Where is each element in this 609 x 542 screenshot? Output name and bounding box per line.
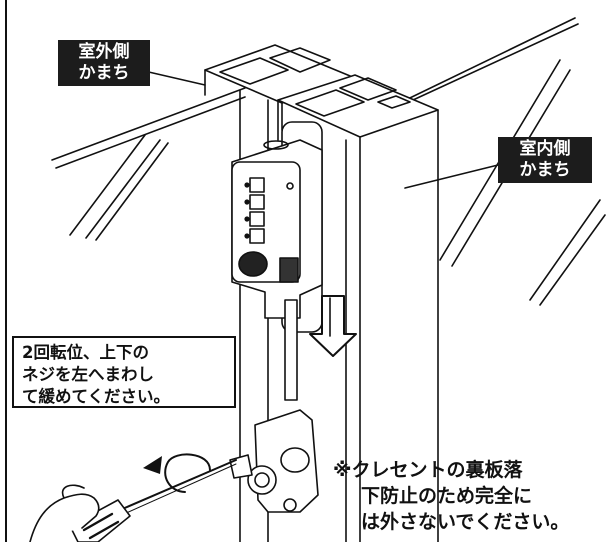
outdoor-frame-label-line-2: かまち xyxy=(78,63,130,83)
outdoor-frame-label: 室外側 かまち xyxy=(58,40,150,86)
caution-line-3: は外さないでください。 xyxy=(361,511,570,533)
instruction-line-2: ネジを左へまわし xyxy=(22,365,154,384)
indoor-frame-label-line-1: 室内側 xyxy=(519,139,571,159)
instruction-box: 2回転位、上下の ネジを左へまわし て緩めてください。 xyxy=(12,336,236,408)
crescent-base xyxy=(229,299,319,513)
instruction-line-1: 2回転位、上下の xyxy=(22,343,149,362)
indoor-frame-label-line-2: かまち xyxy=(519,160,571,180)
instruction-line-3: て緩めてください。 xyxy=(22,387,171,406)
indicator-buttons xyxy=(244,177,265,244)
outdoor-frame-label-line-1: 室外側 xyxy=(78,42,130,62)
caution-line-1: ※クレセントの裏板落 xyxy=(333,459,523,481)
hand-icon xyxy=(29,484,100,542)
caution-note: ※クレセントの裏板落 下防止のため完全に は外さないでください。 xyxy=(333,457,605,535)
outdoor-sash-lines xyxy=(51,87,246,241)
down-arrow-icon xyxy=(309,295,357,357)
caution-line-2: 下防止のため完全に xyxy=(361,485,533,507)
screwdriver-icon xyxy=(69,459,237,542)
indoor-frame-label: 室内側 かまち xyxy=(498,137,592,183)
crescent-lock xyxy=(231,121,323,333)
